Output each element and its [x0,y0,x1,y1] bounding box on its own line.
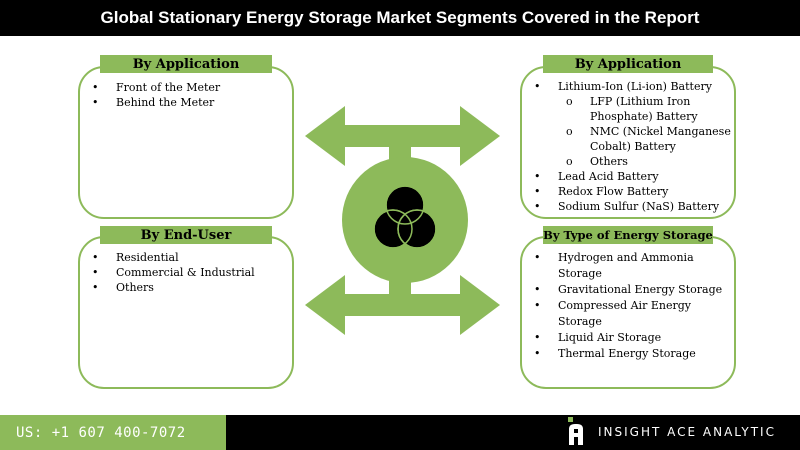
panel-label-by-end-user: By End-User [100,226,272,244]
sub-list-item-continued: Phosphate) Battery [590,110,698,123]
panel-by-end-user: Residential Commercial & Industrial Othe… [78,236,294,389]
panel-label-by-application-left: By Application [100,55,272,73]
list-item: Thermal Energy Storage [534,346,722,362]
panel-label-by-application-right: By Application [543,55,713,73]
end-user-list: Residential Commercial & Industrial Othe… [92,250,255,295]
sub-list-item: NMC (Nickel Manganese [534,124,731,139]
sub-list-item-continued: Cobalt) Battery [590,140,676,153]
list-item: Commercial & Industrial [92,265,255,280]
list-item-continued: Storage [558,267,602,280]
panel-by-application-left: Front of the Meter Behind the Meter [78,66,294,219]
list-item: Compressed Air Energy [534,298,722,314]
list-item: Hydrogen and Ammonia [534,250,722,266]
list-item-continued: Storage [558,315,602,328]
sub-list-item: Others [534,154,731,169]
application-right-list: Lithium-Ion (Li-ion) Battery LFP (Lithiu… [534,79,731,214]
list-item: Redox Flow Battery [534,184,731,199]
list-item: Residential [92,250,255,265]
panel-by-application-right: Lithium-Ion (Li-ion) Battery LFP (Lithiu… [520,66,736,219]
panel-label-by-type-of-energy-storage: By Type of Energy Storage [543,226,713,244]
list-item: Lithium-Ion (Li-ion) Battery [534,79,731,94]
footer-bar [226,415,800,450]
application-left-list: Front of the Meter Behind the Meter [92,80,220,110]
venn-outline [373,185,437,249]
footer-phone[interactable]: US: +1 607 400-7072 [0,415,226,450]
list-item: Others [92,280,255,295]
sub-list-item: LFP (Lithium Iron [534,94,731,109]
energy-storage-list: Hydrogen and Ammonia Storage Gravitation… [534,250,722,362]
list-item: Lead Acid Battery [534,169,731,184]
brand-name[interactable]: INSIGHT ACE ANALYTIC [598,425,776,439]
insight-ace-logo-icon [568,417,583,445]
list-item: Liquid Air Storage [534,330,722,346]
list-item: Sodium Sulfur (NaS) Battery [534,199,731,214]
list-item: Gravitational Energy Storage [534,282,722,298]
list-item: Behind the Meter [92,95,220,110]
panel-by-type-of-energy-storage: Hydrogen and Ammonia Storage Gravitation… [520,236,736,389]
page-title: Global Stationary Energy Storage Market … [0,0,800,36]
list-item: Front of the Meter [92,80,220,95]
